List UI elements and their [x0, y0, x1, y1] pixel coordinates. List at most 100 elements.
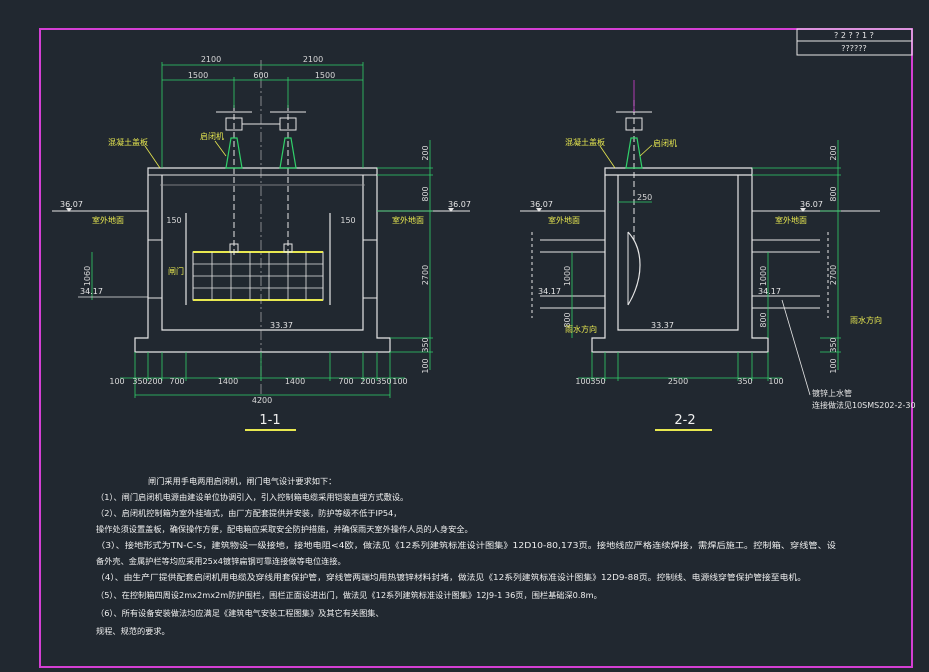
elev-2-ground-left: 36.07 [530, 200, 553, 209]
dim-b1-700-l: 700 [169, 377, 184, 386]
dim-inner-150-r: 150 [340, 216, 355, 225]
dims-bottom-1 [120, 352, 405, 398]
dim-b1-100-r: 100 [392, 377, 407, 386]
dim-b2-350-l: 350 [590, 377, 605, 386]
dim-r1-350: 350 [421, 337, 430, 352]
label-2-ground-left: 室外地面 [548, 215, 580, 225]
gate-leaf [192, 251, 324, 301]
pipe-opening-right [362, 239, 378, 299]
section-2-2: 100 350 2500 350 100 200 800 2700 350 10… [520, 80, 916, 431]
label-1-ground-right: 室外地面 [392, 215, 424, 225]
chamber-2-inner-wall [617, 175, 739, 331]
hoist-right [270, 105, 306, 255]
section-1-1-caption: 1-1 [259, 413, 280, 428]
elev-2-outlet: 34.17 [758, 287, 781, 296]
dim-r2-100: 100 [829, 358, 838, 373]
elev-1-ground-left: 36.07 [60, 200, 83, 209]
dim-m2-800: 800 [759, 312, 768, 327]
label-1-ground-left: 室外地面 [92, 215, 124, 225]
dim-r2-2700: 2700 [829, 265, 838, 285]
dim-top-1500-left: 1500 [188, 71, 208, 80]
dim-r1-800: 800 [421, 186, 430, 201]
chamber-outer-wall [134, 175, 391, 353]
chamber-2-outer-wall [591, 175, 769, 353]
pipe-opening-left [147, 239, 163, 299]
note-3-cont: 备外壳、金属护栏等均应采用25x4镀锌扁钢可靠连接做等电位连接。 [96, 556, 346, 566]
dim-b1-200-r: 200 [360, 377, 375, 386]
dims-right-2 [752, 140, 841, 370]
label-2-ground-right: 室外地面 [775, 215, 807, 225]
dim-b1-100-l: 100 [109, 377, 124, 386]
dim-r2-350: 350 [829, 337, 838, 352]
dim-inner-150-l: 150 [166, 216, 181, 225]
dim-l1-1060: 1060 [83, 266, 92, 286]
gate-leaf-2 [627, 100, 641, 306]
title-block-row1: ? 2 ? ? 1 ? [834, 31, 874, 40]
note-2-cont: 操作处须设置盖板，确保操作方便，配电箱应采取安全防护措施，并确保雨天室外操作人员… [96, 524, 473, 534]
pipe-outlet-2 [752, 232, 829, 318]
dim-l2-1000: 1000 [563, 266, 572, 286]
elev-2-floor: 33.37 [651, 321, 674, 330]
elev-1-ground-right: 36.07 [448, 200, 471, 209]
section-2-2-caption: 2-2 [674, 413, 695, 428]
design-notes: 闸门采用手电两用启闭机，闸门电气设计要求如下： （1）、闸门启闭机电源由建设单位… [96, 476, 836, 636]
dim-l2-800: 800 [563, 312, 572, 327]
dim-r1-2700: 2700 [421, 265, 430, 285]
dim-b2-2500: 2500 [668, 377, 688, 386]
pipe-inlet-2 [531, 232, 605, 318]
label-1-slab: 混凝土盖板 [108, 137, 148, 147]
note-5: （5）、在控制箱四周设2mx2mx2m防护围栏，围栏正面设进出门，做法见《12系… [96, 590, 602, 600]
title-block: ? 2 ? ? 1 ? ?????? [796, 28, 913, 56]
elev-2-ground-right: 36.07 [800, 200, 823, 209]
title-block-row2: ?????? [841, 44, 866, 53]
dims-top-1 [161, 62, 364, 168]
dim-top-2100-right: 2100 [303, 55, 323, 64]
dim-b2-100-l: 100 [575, 377, 590, 386]
label-2-pipe-2: 连接做法见10SMS202-2-30 [812, 400, 916, 410]
cover-slab [147, 167, 378, 175]
dim-b1-1400-r: 1400 [285, 377, 305, 386]
dim-2-250: 250 [637, 193, 652, 202]
elev-1-pipe: 34.17 [80, 287, 103, 296]
dim-r2-800: 800 [829, 186, 838, 201]
dims-bottom-2 [578, 352, 782, 381]
notes-heading: 闸门采用手电两用启闭机，闸门电气设计要求如下： [148, 476, 336, 486]
dim-m2-1000: 1000 [759, 266, 768, 286]
elev-1-floor: 33.37 [270, 321, 293, 330]
dim-b1-700-r: 700 [338, 377, 353, 386]
dim-top-1500-right: 1500 [315, 71, 335, 80]
cover-slab-2 [604, 167, 753, 176]
dim-b1-4200: 4200 [252, 396, 272, 405]
label-2-flow-right: 雨水方向 [850, 315, 882, 325]
dim-top-2100-left: 2100 [201, 55, 221, 64]
label-2-slab: 混凝土盖板 [565, 137, 605, 147]
label-1-gate: 闸门 [168, 266, 184, 276]
label-2-hoist: 启闭机 [653, 138, 677, 148]
note-4: （4）、由生产厂提供配套启闭机用电缆及穿线用套保护管，穿线管两端均用热镀锌材料封… [96, 572, 806, 582]
dims-right-1 [377, 140, 433, 370]
note-3: （3）、接地形式为TN-C-S，建筑物设一级接地，接地电阻<4欧，做法见《12系… [96, 540, 836, 550]
dim-r1-100: 100 [421, 358, 430, 373]
label-1-hoist: 启闭机 [200, 131, 224, 141]
note-2: （2）、启闭机控制箱为室外挂墙式，由厂方配套提供并安装，防护等级不低于IP54， [96, 508, 401, 518]
dim-b1-350-l: 350 [132, 377, 147, 386]
section-1-1: 2100 2100 1500 600 1500 100 350 200 700 … [52, 55, 471, 431]
dim-top-600: 600 [253, 71, 268, 80]
hoist-left [216, 105, 252, 255]
note-1: （1）、闸门启闭机电源由建设单位协调引入，引入控制箱电缆采用铠装直埋方式敷设。 [96, 492, 408, 502]
dim-b1-200-l: 200 [147, 377, 162, 386]
label-2-pipe-1: 镀锌上水管 [812, 388, 852, 398]
dim-r1-200: 200 [421, 145, 430, 160]
label-2-flow-left: 雨水方向 [565, 324, 597, 334]
dim-b1-1400-l: 1400 [218, 377, 238, 386]
note-6-cont: 规程、规范的要求。 [96, 626, 170, 636]
elev-2-inlet: 34.17 [538, 287, 561, 296]
dim-b2-100-r: 100 [768, 377, 783, 386]
dim-b1-350-r: 350 [376, 377, 391, 386]
sheet-border [39, 28, 913, 668]
note-6: （6）、所有设备安装做法均应满足《建筑电气安装工程图集》及其它有关图集、 [96, 608, 384, 618]
dim-r2-200: 200 [829, 145, 838, 160]
dim-b2-350-r: 350 [737, 377, 752, 386]
